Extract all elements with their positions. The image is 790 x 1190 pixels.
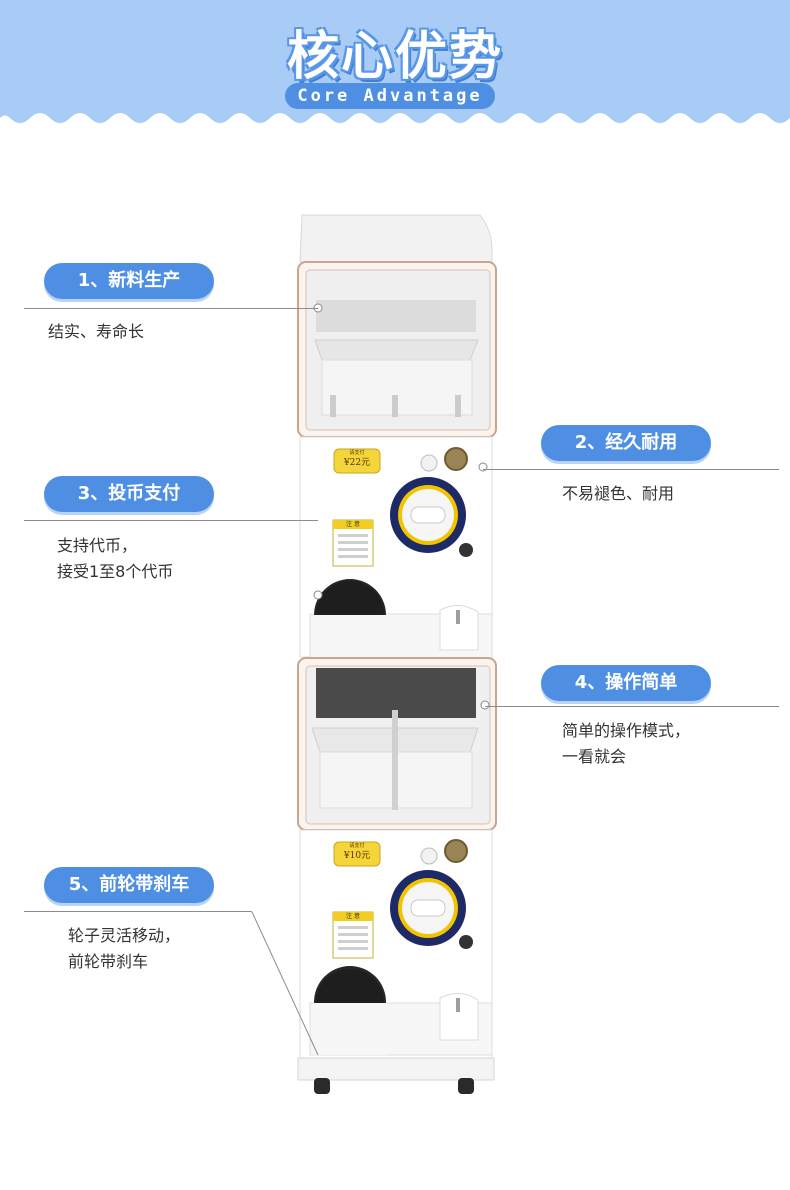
- lower-price-value: ¥10元: [343, 851, 371, 861]
- feature-5-line: [24, 911, 252, 912]
- feature-1-desc-line: 结实、寿命长: [48, 322, 145, 341]
- upper-price-value: ¥22元: [343, 458, 371, 468]
- feature-4-desc-line-1: 简单的操作模式，: [562, 721, 691, 740]
- feature-4-label: 4、操作简单: [541, 665, 711, 701]
- feature-5-desc-line-1: 轮子灵活移动，: [68, 926, 181, 945]
- feature-3-desc: 支持代币， 接受1至8个代币: [57, 533, 173, 585]
- feature-2-line: [483, 469, 779, 470]
- lower-price-tag: 请支付 ¥10元: [334, 842, 380, 866]
- page-title: 核心优势: [286, 27, 503, 87]
- feature-5-label: 5、前轮带刹车: [44, 867, 214, 903]
- feature-5-desc: 轮子灵活移动， 前轮带刹车: [68, 923, 180, 975]
- feature-3-label: 3、投币支付: [44, 476, 214, 512]
- lower-notice-label: 注 意: [346, 913, 360, 920]
- feature-3-desc-line-2: 接受1至8个代币: [57, 562, 174, 581]
- feature-4-desc: 简单的操作模式， 一看就会: [562, 718, 690, 770]
- feature-5-desc-line-2: 前轮带刹车: [68, 952, 149, 971]
- feature-1-line: [24, 308, 318, 309]
- page-subtitle: Core Advantage: [297, 86, 483, 106]
- feature-2-desc-line: 不易褪色、耐用: [562, 484, 675, 503]
- feature-3-desc-line-1: 支持代币，: [57, 536, 138, 555]
- feature-2-label: 2、经久耐用: [541, 425, 711, 461]
- header-banner: 核心优势 Core Advantage: [0, 0, 790, 135]
- upper-price-tag: 请支付 ¥22元: [334, 449, 380, 473]
- lower-price-caption: 请支付: [349, 843, 365, 849]
- feature-4-desc-line-2: 一看就会: [562, 747, 627, 766]
- feature-2-desc: 不易褪色、耐用: [562, 481, 674, 507]
- feature-4-line: [485, 706, 779, 707]
- feature-3-line: [24, 520, 318, 521]
- upper-notice-label: 注 意: [346, 521, 360, 528]
- feature-1-label: 1、新料生产: [44, 263, 214, 299]
- subtitle-badge: Core Advantage: [285, 83, 495, 109]
- feature-1-desc: 结实、寿命长: [48, 319, 144, 345]
- upper-price-caption: 请支付: [349, 450, 365, 456]
- wave-banner-shape: [0, 0, 790, 123]
